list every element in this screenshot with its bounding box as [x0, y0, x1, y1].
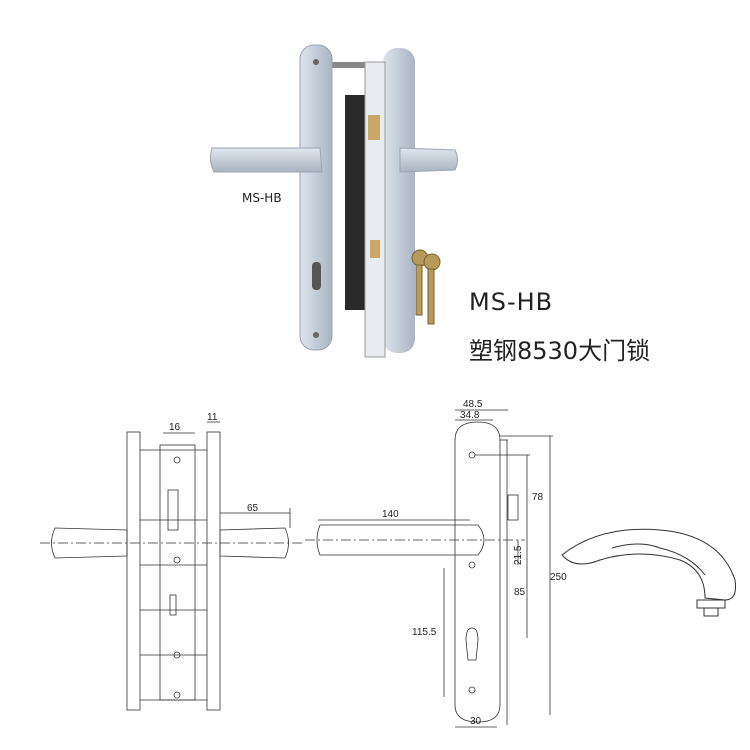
- front-view-drawing: [305, 409, 553, 728]
- lock-photo: [209, 44, 458, 358]
- dim-65: 65: [247, 503, 259, 514]
- handle-profile-drawing: [561, 528, 736, 617]
- dim-30: 30: [470, 716, 482, 727]
- latch-bolt: [368, 115, 380, 140]
- dim-250: 250: [550, 572, 567, 583]
- handle-front: [209, 147, 323, 173]
- dim-48-5: 48.5: [463, 399, 483, 410]
- deadbolt: [370, 240, 380, 258]
- dim-78: 78: [532, 492, 544, 503]
- dim-34-8: 34.8: [460, 410, 480, 421]
- dim-11: 11: [207, 412, 218, 423]
- model-title: MS-HB: [469, 288, 554, 316]
- spindle-rod: [325, 62, 385, 68]
- back-plate: [383, 48, 415, 353]
- dim-21-5: 21.5: [513, 545, 524, 565]
- dim-115-5: 115.5: [412, 627, 437, 638]
- keyhole: [312, 262, 321, 290]
- dim-85: 85: [514, 587, 526, 598]
- front-plate: [299, 44, 333, 351]
- faceplate: [364, 61, 386, 358]
- dim-16: 16: [169, 422, 181, 433]
- keys-icon: [411, 249, 441, 325]
- dim-140: 140: [382, 509, 399, 520]
- handle-back: [399, 147, 458, 173]
- product-name: 塑钢8530大门锁: [469, 337, 651, 365]
- photo-model-label: MS-HB: [242, 191, 282, 205]
- side-view-drawing: [40, 421, 305, 711]
